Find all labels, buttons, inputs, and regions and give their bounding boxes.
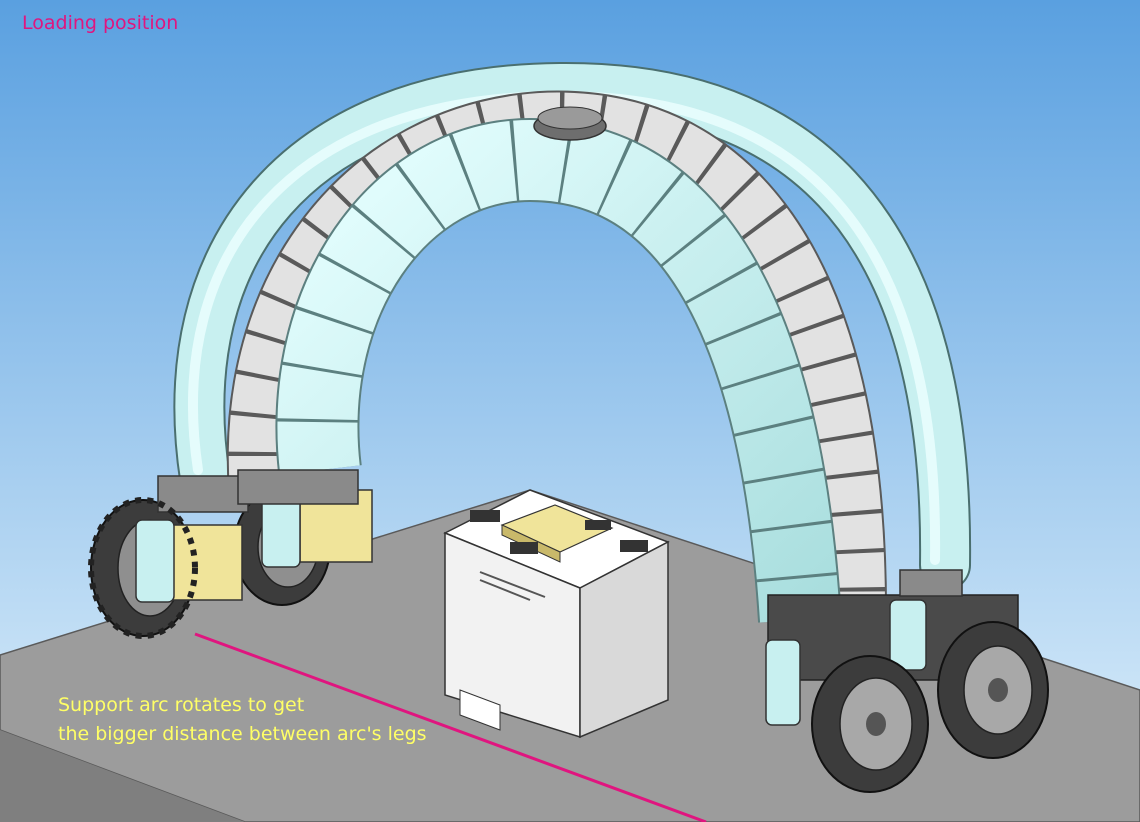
caption-line-1: Support arc rotates to get bbox=[58, 694, 305, 716]
right-wheel-unit bbox=[765, 569, 1049, 793]
left-wheel-unit bbox=[90, 469, 373, 637]
title: Loading position bbox=[22, 12, 179, 34]
inner-tube-icon bbox=[275, 117, 842, 623]
container-icon bbox=[443, 489, 670, 739]
caption: Support arc rotates to get the bigger di… bbox=[58, 691, 427, 749]
wheel-icon bbox=[88, 497, 198, 639]
guide-line bbox=[194, 632, 707, 822]
floor-edge bbox=[0, 730, 245, 822]
caption-line-2: the bigger distance between arc's legs bbox=[58, 723, 427, 745]
